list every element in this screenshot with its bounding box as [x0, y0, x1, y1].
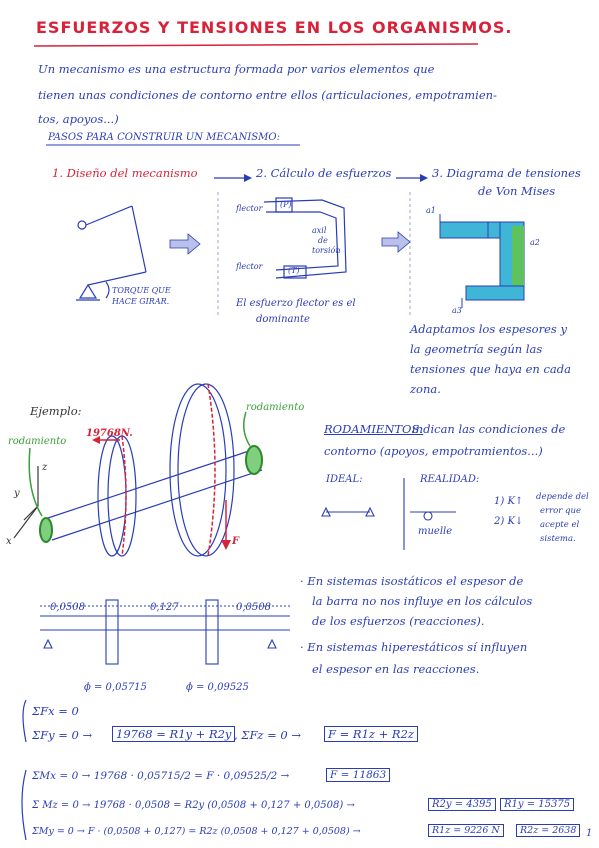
intro-line-1: Un mecanismo es una estructura formada p…: [38, 62, 435, 76]
isostatic-note-3: de los esfuerzos (reacciones).: [312, 614, 485, 628]
forces-sketch: [263, 197, 347, 279]
dim-left: 0,0508: [50, 602, 85, 613]
eq-sum-my: ΣMy = 0 → F · (0,0508 + 0,127) = R2z (0,…: [32, 826, 361, 837]
title-underline: [33, 43, 479, 47]
rodamientos-text-2: contorno (apoyos, empotramientos...): [324, 444, 543, 458]
support-sketches: [321, 478, 456, 550]
torsion-label: torsión: [312, 246, 341, 255]
eq-sum-mz: Σ Mz = 0 → 19768 · 0,0508 = R2y (0,0508 …: [32, 800, 355, 811]
torque-note-1: TORQUE QUE: [112, 286, 171, 295]
eq-sum-fz: , ΣFz = 0 →: [234, 728, 302, 742]
axis-x-label: x: [6, 536, 12, 547]
flector-top-label: flector: [236, 204, 263, 213]
axil-label: axil: [312, 226, 327, 235]
mechanism-sketch: [76, 205, 147, 301]
eq-r2z-result: R2z = 2638: [516, 824, 581, 837]
eq-sum-mx: ΣMx = 0 → 19768 · 0,05715/2 = F · 0,0952…: [32, 770, 290, 782]
beam-dimension-sketch: [40, 599, 290, 665]
eq-r1z-result: R1z = 9226 N: [428, 824, 504, 837]
a2-label: a2: [530, 238, 540, 247]
diameter-2: ϕ = 0,09525: [186, 682, 249, 693]
eq-sum-fy: ΣFy = 0 →: [32, 728, 93, 742]
eq-r1y-result: R1y = 15375: [500, 798, 575, 811]
intro-line-3: tos, apoyos...): [38, 112, 119, 126]
step-2-label: 2. Cálculo de esfuerzos: [256, 166, 392, 180]
depende-2: error que: [540, 506, 581, 516]
flector-note-1: El esfuerzo flector es el: [236, 298, 356, 309]
k-low-label: 2) K↓: [494, 516, 524, 527]
depende-4: sistema.: [540, 534, 576, 544]
rodamientos-heading: RODAMIENTOS:: [324, 422, 424, 436]
hyperstatic-note-1: · En sistemas hiperestáticos sí influyen: [300, 640, 528, 654]
page-title: ESFUERZOS Y TENSIONES EN LOS ORGANISMOS.: [36, 18, 513, 37]
dim-right: 0,0508: [236, 602, 271, 613]
de-label: de: [318, 236, 328, 245]
steps-heading: PASOS PARA CONSTRUIR UN MECANISMO:: [48, 132, 280, 143]
depende-1: depende del: [536, 492, 589, 502]
adapt-note-4: zona.: [410, 382, 441, 396]
step-1-label: 1. Diseño del mecanismo: [52, 166, 198, 180]
intro-line-2: tienen unas condiciones de contorno entr…: [38, 88, 497, 102]
adapt-note-2: la geometría según las: [410, 342, 543, 356]
rodamientos-text-1: indican las condiciones de: [412, 422, 566, 436]
a1-label: a1: [426, 206, 436, 215]
braces: [21, 699, 27, 841]
von-mises-sketch: [439, 214, 525, 308]
rodamiento-right-label: rodamiento: [246, 402, 305, 413]
adapt-note-3: tensiones que haya en cada: [410, 362, 571, 376]
diameter-1: ϕ = 0,05715: [84, 682, 147, 693]
a3-label: a3: [452, 306, 462, 315]
ideal-label: IDEAL:: [326, 474, 363, 485]
flector-bottom-label: flector: [236, 262, 263, 271]
depende-3: acepte el: [540, 520, 580, 530]
isostatic-note-1: · En sistemas isostáticos el espesor de: [300, 574, 524, 588]
eq-fz-result: F = R1z + R2z: [324, 726, 418, 742]
force-f-label: F: [232, 536, 240, 547]
step-3-label: 3. Diagrama de tensiones: [432, 166, 581, 180]
eq-sum-fx: ΣFx = 0: [32, 704, 79, 718]
page-number: 1: [586, 828, 593, 839]
adapt-note-1: Adaptamos los espesores y: [410, 322, 567, 336]
axis-y-label: y: [14, 488, 20, 499]
isostatic-note-2: la barra no nos influye en los cálculos: [312, 594, 533, 608]
hyperstatic-note-2: el espesor en las reacciones.: [312, 662, 480, 676]
realidad-label: REALIDAD:: [420, 474, 480, 485]
k-high-label: 1) K↑: [494, 496, 524, 507]
eq-r2y-result: R2y = 4395: [428, 798, 496, 811]
flector-note-2: dominante: [256, 314, 310, 325]
eq-f-result: F = 11863: [326, 768, 391, 782]
p-label: (P): [280, 200, 292, 209]
shaft-sketch: [13, 383, 263, 557]
force-19768-label: 19768N.: [86, 428, 133, 439]
example-heading: Ejemplo:: [30, 404, 82, 418]
step-3-label-b: de Von Mises: [478, 184, 556, 198]
rodamiento-left-label: rodamiento: [8, 436, 67, 447]
dim-middle: 0,127: [150, 602, 179, 613]
t-label: (T): [288, 266, 300, 275]
torque-note-2: HACE GIRAR.: [112, 297, 170, 306]
eq-fy-result: 19768 = R1y + R2y: [112, 726, 236, 742]
muelle-label: muelle: [418, 526, 453, 537]
axis-z-label: z: [42, 462, 48, 473]
